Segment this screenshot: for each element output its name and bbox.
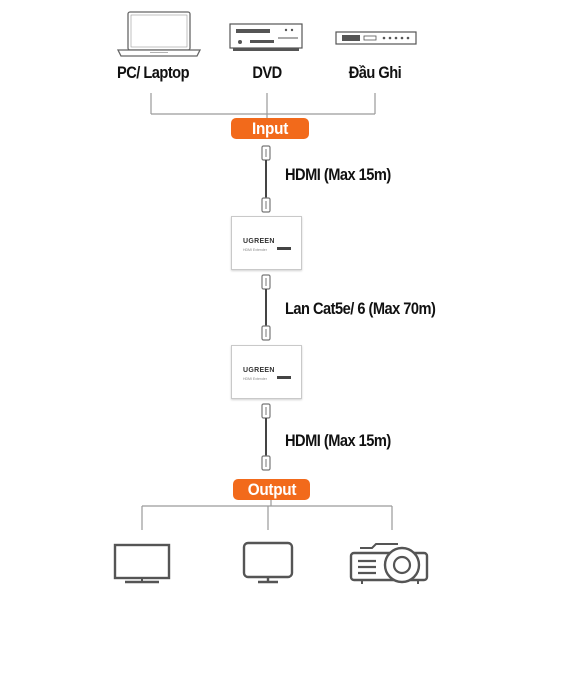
- projector-icon: [349, 543, 429, 584]
- lan-cable: [261, 274, 271, 341]
- dvd-player-icon: [229, 23, 303, 51]
- output-badge: Output: [233, 479, 310, 500]
- cable-label-hdmi-bottom: HDMI (Max 15m): [285, 431, 391, 450]
- extender-brand: UGREEN: [243, 367, 275, 374]
- source-label-dvd: DVD: [252, 63, 282, 82]
- hdmi-cable-top: [261, 145, 271, 213]
- extender-transmitter: UGREEN HDMI Extender: [231, 216, 302, 270]
- extender-receiver: UGREEN HDMI Extender: [231, 345, 302, 399]
- monitor-icon: [242, 541, 294, 584]
- hdmi-cable-bottom: [261, 403, 271, 471]
- input-badge-text: Input: [251, 119, 289, 138]
- tv-icon: [113, 543, 171, 584]
- source-label-pc-laptop: PC/ Laptop: [117, 63, 190, 82]
- output-badge-text: Output: [247, 480, 296, 499]
- laptop-icon: [116, 11, 202, 57]
- extender-port-plate: [277, 376, 291, 379]
- extender-model: HDMI Extender: [243, 248, 267, 252]
- recorder-icon: [335, 31, 417, 45]
- output-connector: [141, 500, 393, 530]
- source-label-recorder: Đầu Ghi: [348, 63, 402, 82]
- cable-label-lan: Lan Cat5e/ 6 (Max 70m): [285, 299, 436, 318]
- input-badge: Input: [231, 118, 309, 139]
- extender-model: HDMI Extender: [243, 377, 267, 381]
- cable-label-hdmi-top: HDMI (Max 15m): [285, 165, 391, 184]
- extender-port-plate: [277, 247, 291, 250]
- source-connector: [150, 93, 376, 118]
- extender-brand: UGREEN: [243, 238, 275, 245]
